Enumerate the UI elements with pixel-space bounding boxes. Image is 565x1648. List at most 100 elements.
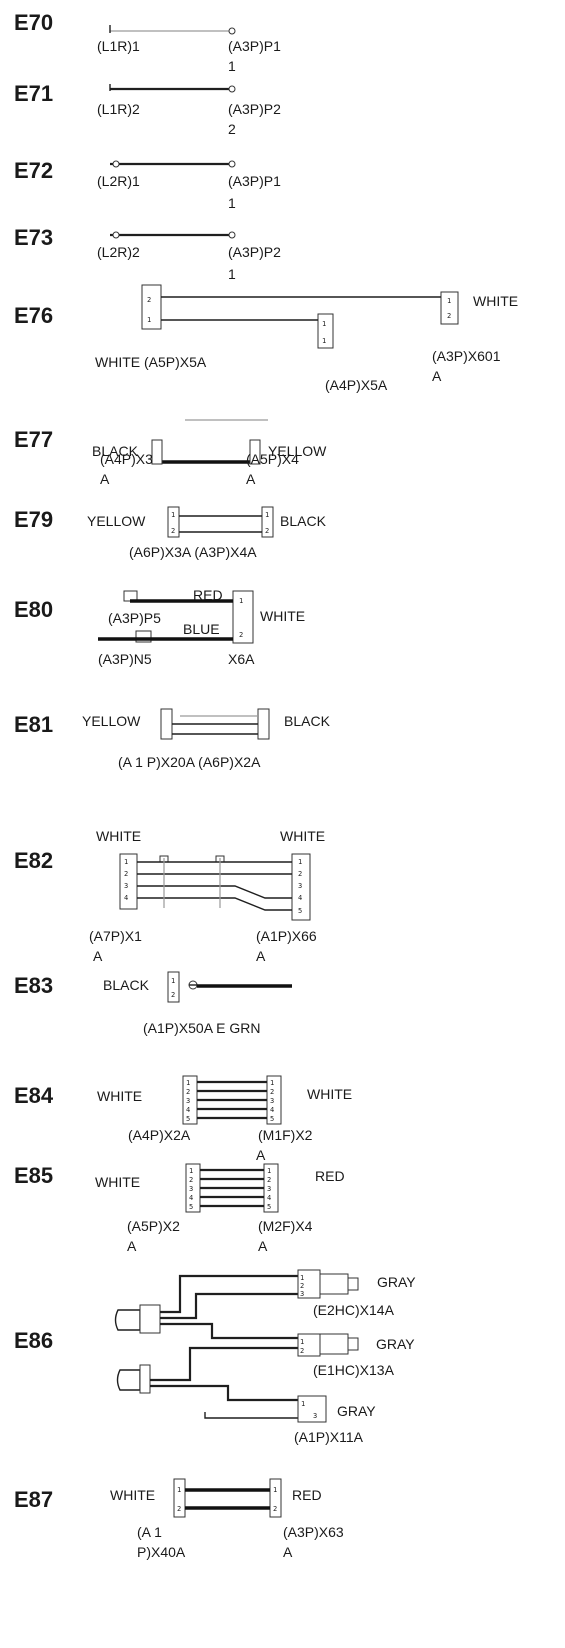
pin-number: 1 [447,297,451,305]
wire [137,885,292,899]
left-connector-label: (A5P)X2 [127,1218,180,1234]
pin-number: 1 [267,1167,271,1175]
harness-e70: E70 (L1R)1 (A3P)P1 1 [14,10,281,74]
pin-number: 2 [171,527,175,535]
terminal-label-p5: (A3P)P5 [108,610,161,626]
harness-id: E80 [14,597,53,622]
pin-number: 3 [186,1097,190,1105]
connector-label-x6a: X6A [228,651,255,667]
connector-color-label: WHITE [260,608,305,624]
harness-id: E73 [14,225,53,250]
from-label: (L1R)1 [97,38,140,54]
terminal-icon [112,231,120,239]
pin-number: 2 [189,1176,193,1184]
wire-color-label-blue: BLUE [183,621,220,637]
connector-housing [319,1273,349,1295]
pin-number: 3 [189,1185,193,1193]
pin-number: 1 [322,337,326,345]
harness-e73: E73 (L2R)2 (A3P)P2 1 [14,225,281,282]
left-color-label: WHITE [110,1487,155,1503]
pin-number: 5 [189,1203,193,1211]
pin-number: 1 [239,597,243,605]
pin-number: 2 [270,1088,274,1096]
connectors-label: (A 1 P)X20A (A6P)X2A [118,754,261,770]
connector-a3p-x4a [261,506,274,538]
wire [150,1346,298,1382]
right-connector-label-line2: A [256,948,266,964]
pin-number: 2 [265,527,269,535]
terminal-icon [112,160,120,168]
left-color-label: WHITE [97,1088,142,1104]
wire [150,1384,298,1402]
right-connector-label-line2: A [432,368,442,384]
pin-number: 3 [124,882,128,890]
pin-number: 1 [177,1486,181,1494]
pin-number: 5 [298,907,302,915]
right-color-label: RED [292,1487,322,1503]
pin-number: 2 [298,870,302,878]
harness-id: E81 [14,712,53,737]
left-connector-label-line2: A [127,1238,137,1254]
left-connector-label: (A4P)X3 [100,451,153,467]
connector-label: (A1P)X50A E GRN [143,1020,261,1036]
pin-number: 1 [273,1486,277,1494]
harness-e76: E76 2 1 1 2 1 1 WHITE WHITE (A5P)X5A (A3… [14,284,518,393]
pin-number: 5 [186,1115,190,1123]
right-color-label: BLACK [280,513,327,529]
connector-color-label: GRAY [376,1336,415,1352]
wire [160,1274,298,1314]
connectors-label: (A6P)X3A (A3P)X4A [129,544,257,560]
connector-x6a [232,590,254,644]
connector-label: (A1P)X11A [294,1429,364,1445]
connector-a1p-x66a [291,853,311,921]
harness-e79: E79 1 2 1 2 YELLOW BLACK (A6P)X3A (A3P)X… [14,506,327,560]
right-color-label: WHITE [473,293,518,309]
harness-e77: E77 BLACK (A4P)X3 A YELLOW (A5P)X4 A [14,419,327,487]
sensor-icon [114,1309,141,1331]
pin-number: 2 [124,870,128,878]
left-connector-label: (A 1 [137,1524,162,1540]
right-color-label: BLACK [284,713,331,729]
right-color-label: WHITE [307,1086,352,1102]
wire [204,1412,298,1419]
to-label-pin: 1 [228,195,236,211]
to-label-pin: 1 [228,58,236,74]
terminal-label-n5: (A3P)N5 [98,651,152,667]
pin-number: 4 [124,894,128,902]
middle-connector-label: (A4P)X5A [325,377,388,393]
pin-number: 2 [147,296,151,304]
harness-e85: E85 WHITE RED 1 2 3 4 5 1 2 3 4 5 (A5P)X… [14,1163,345,1254]
pin-number: 1 [301,1400,305,1408]
terminal-icon [228,231,236,239]
left-color-label: BLACK [92,443,139,459]
to-label: (A3P)P1 [228,38,281,54]
right-connector-label-line2: A [246,471,256,487]
left-connector-label-line2: P)X40A [137,1544,186,1560]
harness-id: E87 [14,1487,53,1512]
connector-a5p-x4a [249,439,261,465]
right-connector-label: (A5P)X4 [246,451,299,467]
harness-id: E70 [14,10,53,35]
connector-a6p-x2a [257,708,270,740]
pin-number: 1 [147,316,151,324]
pin-number: 4 [298,894,302,902]
connector-a1p-x20a [160,708,173,740]
harness-id: E77 [14,427,53,452]
to-label-pin: 2 [228,121,236,137]
left-color-label: BLACK [103,977,150,993]
connector-a3p-x63a [269,1478,282,1518]
harness-id: E76 [14,303,53,328]
to-label: (A3P)P2 [228,244,281,260]
pin-number: 2 [186,1088,190,1096]
right-connector-label: (A3P)X63 [283,1524,344,1540]
harness-id: E71 [14,81,53,106]
harness-id: E72 [14,158,53,183]
right-connector-label: (A1P)X66 [256,928,317,944]
left-color-label: YELLOW [82,713,141,729]
right-connector-label: (A3P)X601 [432,348,501,364]
to-label: (A3P)P1 [228,173,281,189]
pin-number: 1 [186,1079,190,1087]
harness-id: E84 [14,1083,54,1108]
connector-color-label: GRAY [337,1403,376,1419]
